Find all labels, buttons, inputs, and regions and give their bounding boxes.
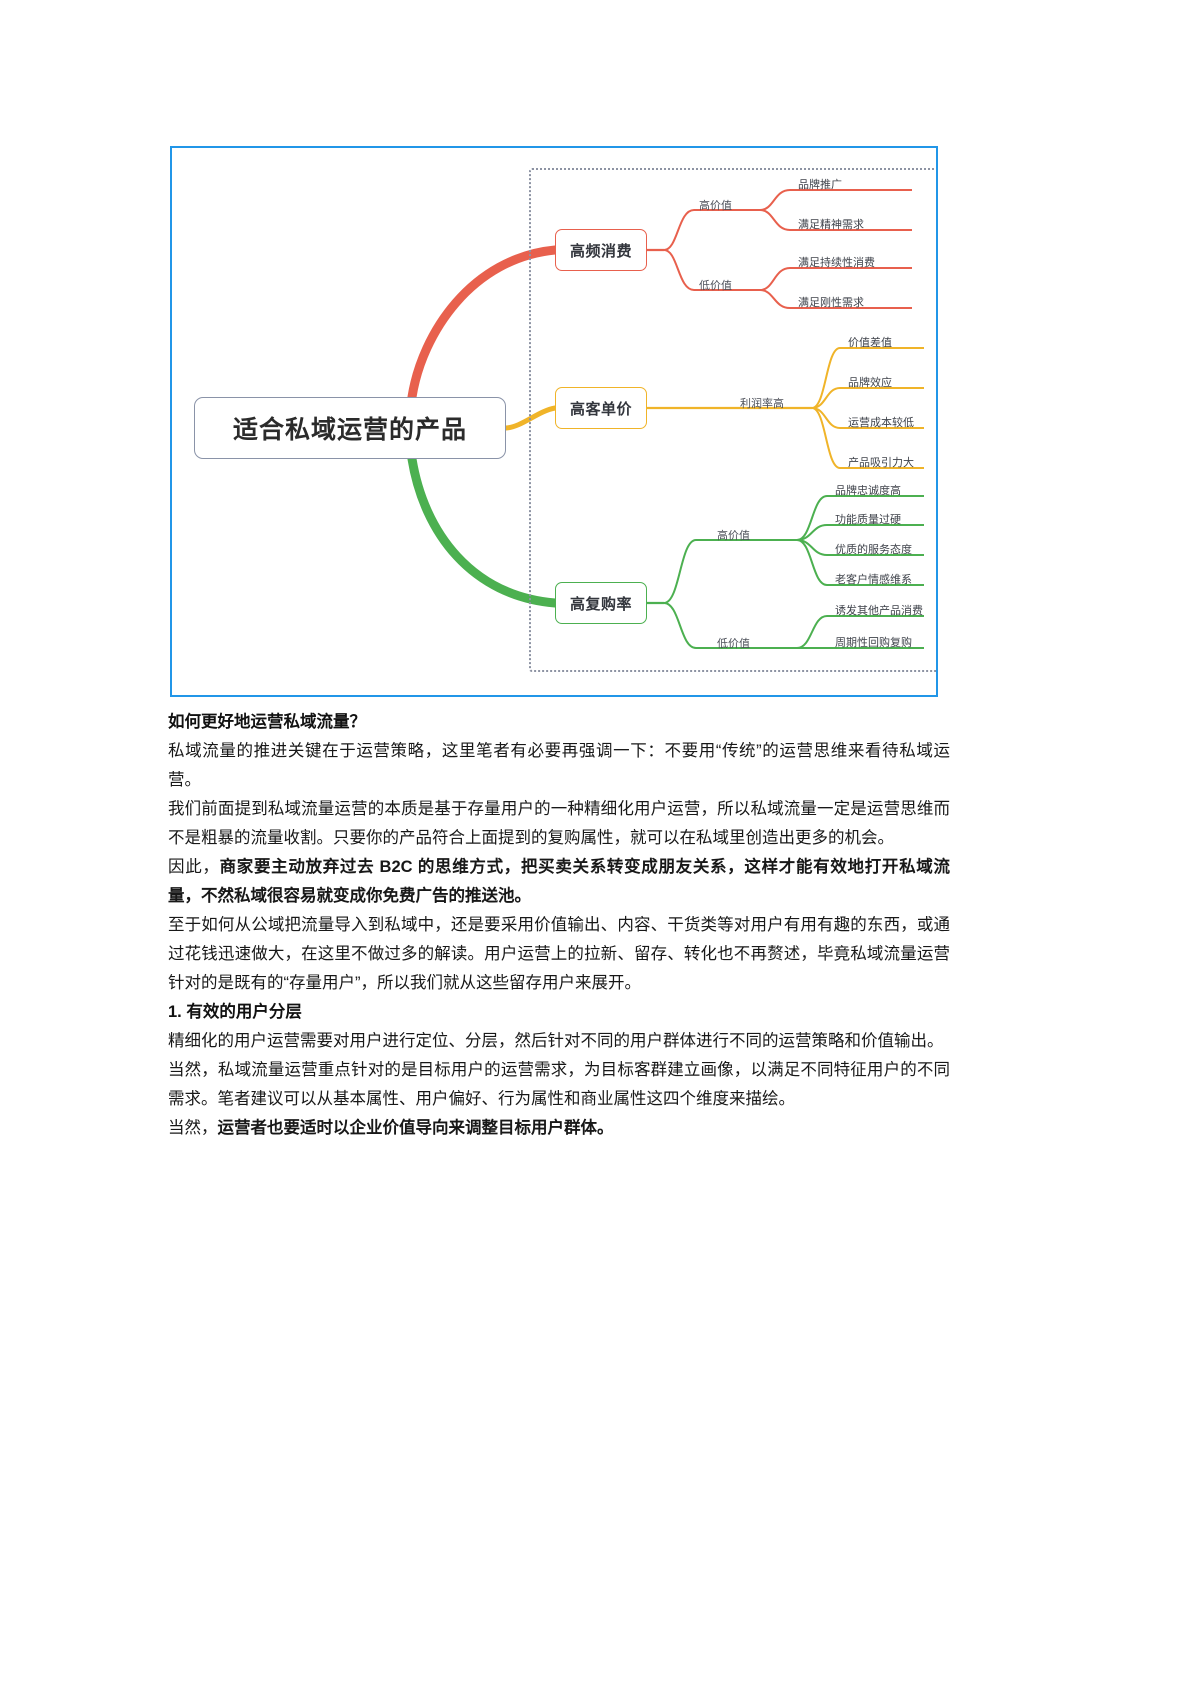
leaf-satisfy-rigid-demand: 满足刚性需求 <box>798 297 864 309</box>
mid-label-red-high-value: 高价值 <box>699 200 732 212</box>
paragraph-7-prefix: 当然， <box>168 1119 218 1137</box>
leaf-brand-effect: 品牌效应 <box>848 377 892 389</box>
paragraph-7-emphasis: 运营者也要适时以企业价值导向来调整目标用户群体。 <box>217 1119 614 1137</box>
leaf-value-difference: 价值差值 <box>848 337 892 349</box>
mid-label-red-low-value: 低价值 <box>699 280 732 292</box>
leaf-strong-product-appeal: 产品吸引力大 <box>848 457 914 469</box>
mid-label-green-high-value: 高价值 <box>717 530 750 542</box>
leaf-high-brand-loyalty: 品牌忠诚度高 <box>835 485 901 497</box>
leaf-satisfy-spiritual-need: 满足精神需求 <box>798 219 864 231</box>
branch-label: 高复购率 <box>569 595 632 613</box>
mindmap-root-label: 适合私域运营的产品 <box>232 416 467 444</box>
section-heading-how-to-operate: 如何更好地运营私域流量？ <box>168 713 366 731</box>
leaf-old-customer-emotional-bond: 老客户情感维系 <box>835 574 912 586</box>
dashed-group-box <box>529 168 936 672</box>
document-body: 如何更好地运营私域流量？ 私域流量的推进关键在于运营策略，这里笔者有必要再强调一… <box>168 708 950 1143</box>
paragraph-1: 私域流量的推进关键在于运营策略，这里笔者有必要再强调一下：不要用“传统”的运营思… <box>168 742 950 789</box>
mid-label-amber-high-profit-rate: 利润率高 <box>740 398 784 410</box>
paragraph-4: 至于如何从公域把流量导入到私域中，还是要采用价值输出、内容、干货类等对用户有用有… <box>168 916 950 992</box>
paragraph-5: 精细化的用户运营需要对用户进行定位、分层，然后针对不同的用户群体进行不同的运营策… <box>168 1032 944 1050</box>
mid-label-green-low-value: 低价值 <box>717 638 750 650</box>
leaf-periodic-repurchase: 周期性回购复购 <box>835 637 912 649</box>
mindmap-root-node[interactable]: 适合私域运营的产品 <box>194 397 506 459</box>
paragraph-3-emphasis: 商家要主动放弃过去 B2C 的思维方式，把买卖关系转变成朋友关系，这样才能有效地… <box>168 858 951 905</box>
mindmap-branch-high-repurchase-rate[interactable]: 高复购率 <box>555 582 647 624</box>
leaf-induce-other-product-consumption: 诱发其他产品消费 <box>835 605 923 617</box>
branch-label: 高客单价 <box>569 400 632 418</box>
mindmap-branch-high-unit-price[interactable]: 高客单价 <box>555 387 647 429</box>
paragraph-3-prefix: 因此， <box>168 858 220 876</box>
leaf-solid-function-quality: 功能质量过硬 <box>835 514 901 526</box>
leaf-satisfy-continuous-consumption: 满足持续性消费 <box>798 257 875 269</box>
mindmap-figure: 适合私域运营的产品 高频消费 高客单价 高复购率 高价值 低价值 品牌推广 满足… <box>170 146 938 697</box>
mindmap-connectors <box>407 189 924 649</box>
leaf-brand-promotion: 品牌推广 <box>798 179 842 191</box>
paragraph-7: 当然，运营者也要适时以企业价值导向来调整目标用户群体。 <box>168 1114 950 1143</box>
paragraph-3: 因此，商家要主动放弃过去 B2C 的思维方式，把买卖关系转变成朋友关系，这样才能… <box>168 853 950 911</box>
branch-label: 高频消费 <box>569 242 632 260</box>
paragraph-2: 我们前面提到私域流量运营的本质是基于存量用户的一种精细化用户运营，所以私域流量一… <box>168 800 950 847</box>
paragraph-6: 当然，私域流量运营重点针对的是目标用户的运营需求，为目标客群建立画像，以满足不同… <box>168 1061 950 1108</box>
mindmap-branch-high-frequency-consumption[interactable]: 高频消费 <box>555 229 647 271</box>
leaf-quality-service-attitude: 优质的服务态度 <box>835 544 912 556</box>
section-heading-user-stratification: 1. 有效的用户分层 <box>168 1003 302 1021</box>
leaf-low-operating-cost: 运营成本较低 <box>848 417 914 429</box>
